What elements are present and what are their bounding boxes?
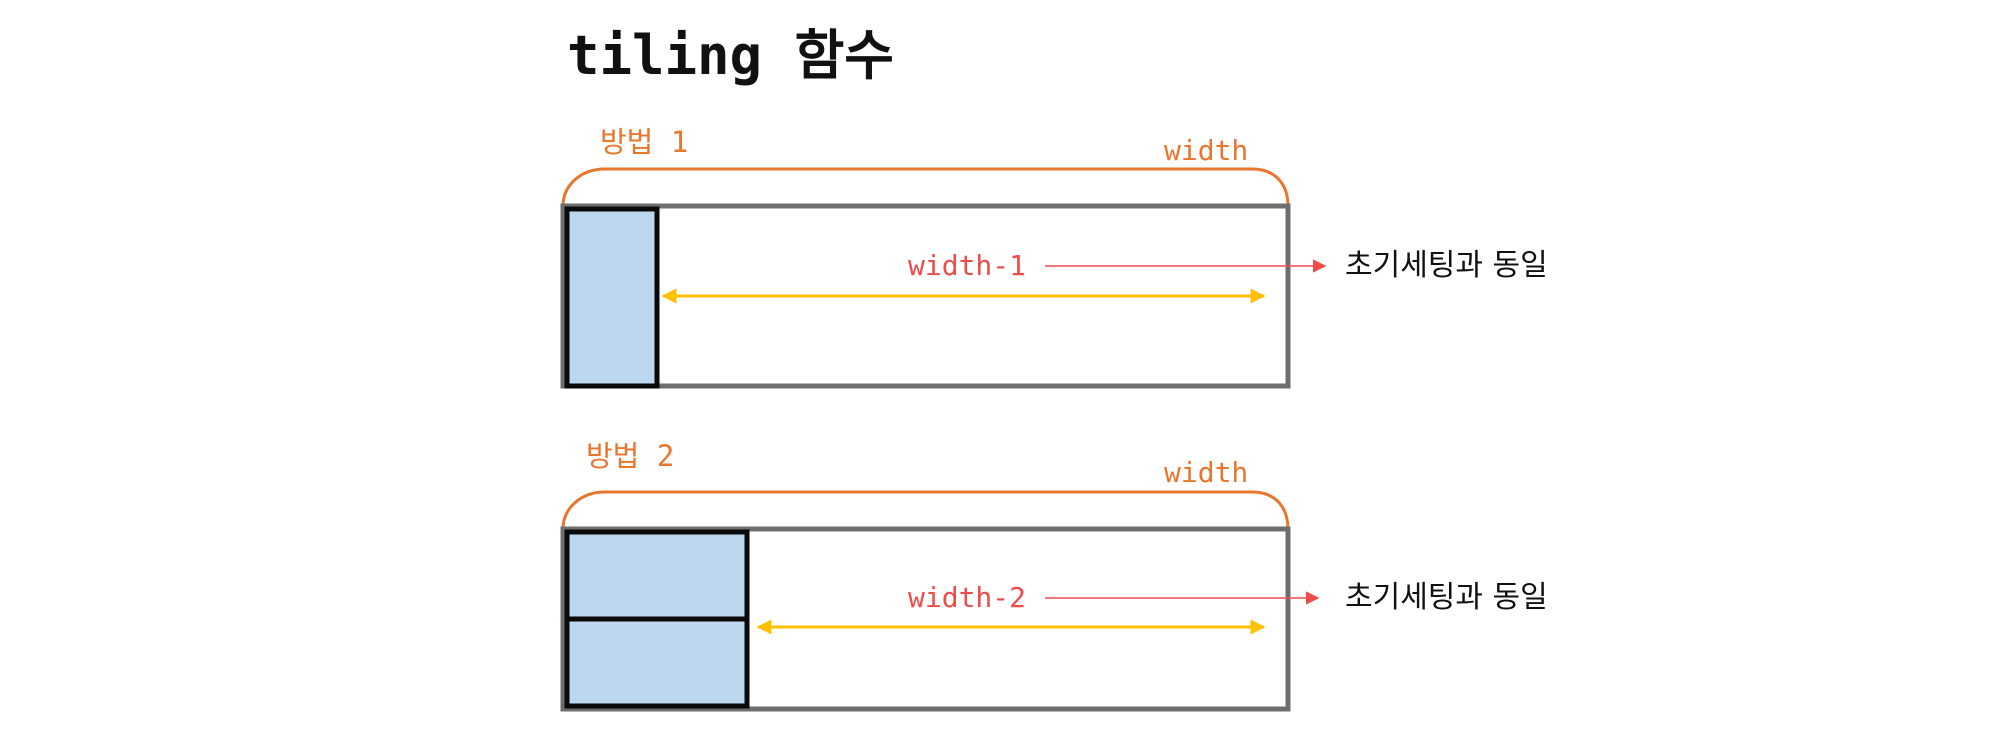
method-1-vertical-tile <box>564 206 660 389</box>
method-1-width-brace <box>561 167 1290 207</box>
method-1-remaining-label: width-1 <box>908 249 1026 282</box>
method-2-bottom-horizontal-tile <box>564 616 750 709</box>
method-1-label: 방법 1 <box>600 125 688 159</box>
method-1-group: 방법 1 width width-1 초기세팅과 동일 <box>560 125 1548 389</box>
method-2-top-horizontal-tile <box>564 529 750 622</box>
page-title: tiling 함수 <box>567 24 894 87</box>
method-2-group: 방법 2 width width-2 초기세팅과 동일 <box>560 439 1548 712</box>
method-2-remaining-label: width-2 <box>908 581 1026 614</box>
method-2-result-label: 초기세팅과 동일 <box>1345 580 1548 615</box>
method-2-width-label: width <box>1164 456 1248 489</box>
method-1-result-label: 초기세팅과 동일 <box>1345 248 1548 283</box>
method-2-label: 방법 2 <box>586 439 674 473</box>
method-1-width-label: width <box>1164 134 1248 167</box>
method-2-width-brace <box>561 490 1290 530</box>
